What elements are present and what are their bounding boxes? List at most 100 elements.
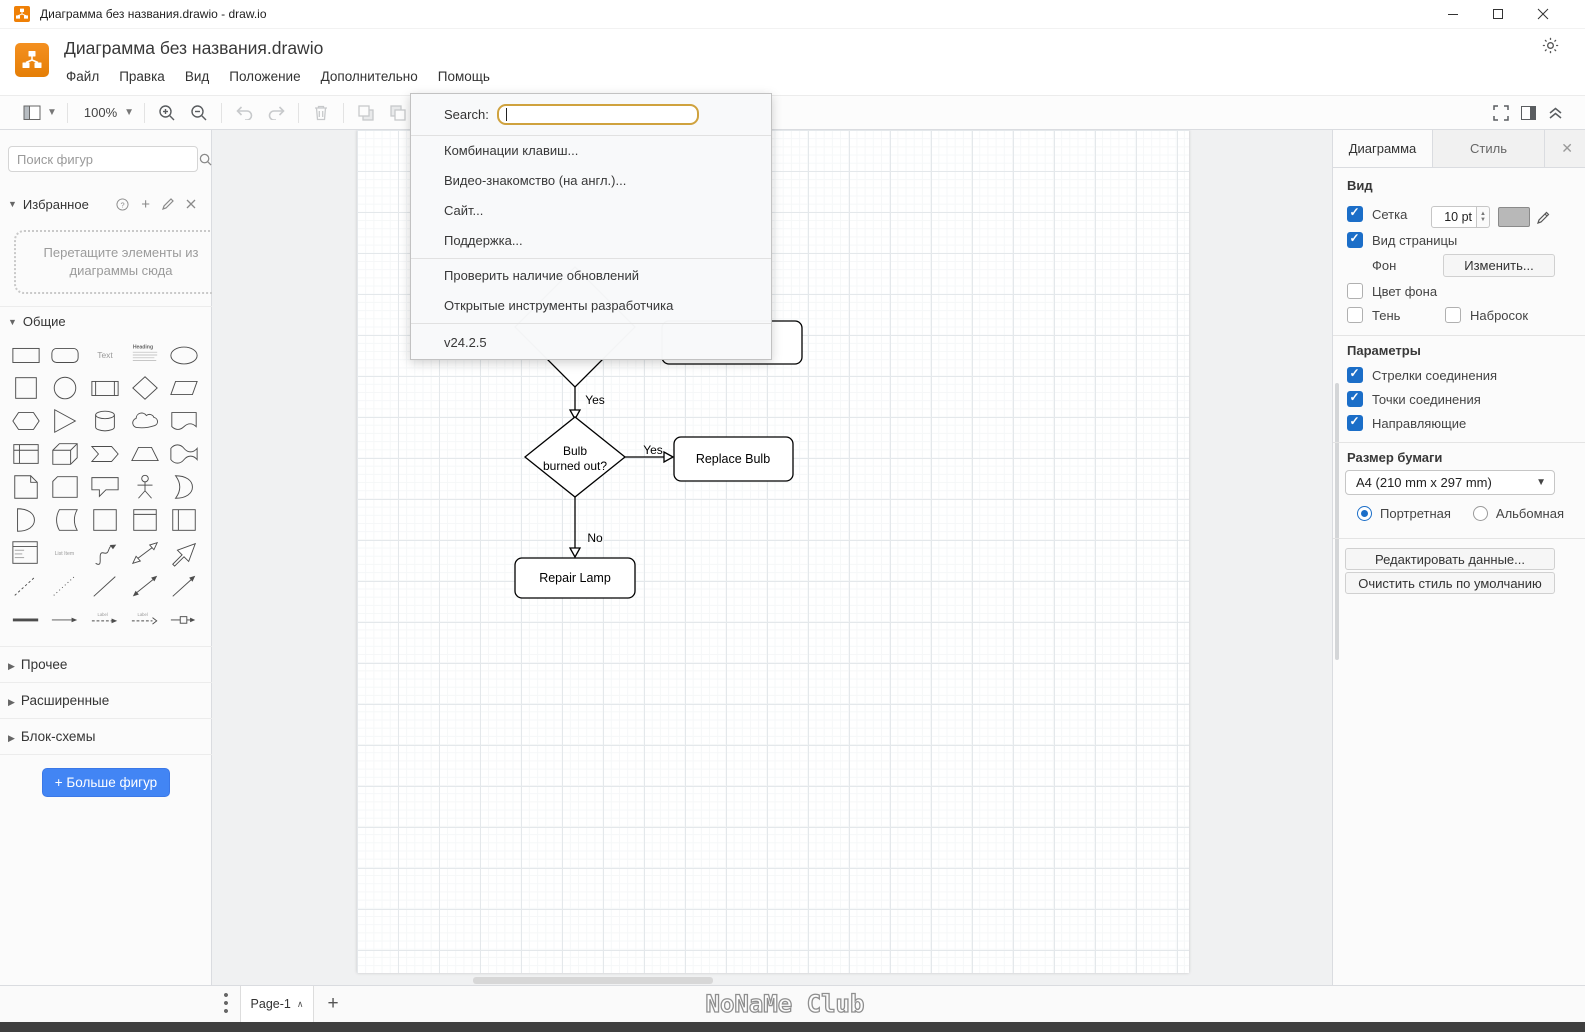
shape-internal-storage[interactable] [6, 437, 46, 470]
grid-checkbox[interactable] [1347, 205, 1363, 222]
shape-diamond[interactable] [125, 371, 165, 404]
sidebar-section-1[interactable]: ▶Расширенные [0, 682, 212, 718]
shape-vertical-container[interactable] [164, 503, 204, 536]
shape-tape[interactable] [164, 437, 204, 470]
shape-directional-link[interactable] [46, 602, 86, 635]
close-button[interactable] [1527, 0, 1559, 28]
theme-icon[interactable] [1542, 37, 1559, 54]
shape-note[interactable] [6, 470, 46, 503]
grid-color-swatch[interactable] [1498, 207, 1530, 227]
shadow-checkbox[interactable] [1347, 307, 1363, 323]
minimize-button[interactable] [1437, 0, 1469, 28]
menu-item[interactable]: Поддержка... [444, 233, 523, 248]
grid-size-stepper[interactable]: ▲▼ [1477, 206, 1490, 228]
maximize-button[interactable] [1482, 0, 1514, 28]
shape-dashed-line[interactable] [6, 569, 46, 602]
shape-trapezoid[interactable] [125, 437, 165, 470]
shape-container-title[interactable] [125, 503, 165, 536]
chevron-down-icon[interactable]: ▼ [47, 107, 57, 118]
shape-search-input[interactable] [9, 151, 199, 167]
fullscreen-icon[interactable] [1493, 104, 1509, 121]
format-panel-toggle-icon[interactable] [1521, 105, 1536, 120]
flowchart-node-repair-lamp[interactable] [514, 557, 636, 599]
delete-icon[interactable] [309, 100, 333, 126]
menu-item[interactable]: Проверить наличие обновлений [444, 268, 639, 283]
canvas[interactable]: Yes Bulb burned out? Yes Replace Bulb No… [212, 130, 1332, 985]
add-icon[interactable]: + [141, 195, 150, 213]
connection-arrows-checkbox[interactable] [1347, 366, 1363, 383]
more-shapes-button[interactable]: + Больше фигур [42, 768, 170, 797]
zoom-in-icon[interactable] [155, 100, 179, 126]
shape-parallelogram[interactable] [164, 371, 204, 404]
shape-directional-connector[interactable] [164, 569, 204, 602]
shape-bidirectional-arrow[interactable] [125, 536, 165, 569]
shape-container[interactable] [85, 503, 125, 536]
sketch-checkbox[interactable] [1445, 307, 1461, 323]
shape-label-arrow-dashed[interactable]: Label [125, 602, 165, 635]
shape-data-storage[interactable] [46, 503, 86, 536]
shape-curve[interactable] [85, 536, 125, 569]
add-page-button[interactable]: + [327, 993, 339, 1014]
favorites-dropzone[interactable]: Перетащите элементы из диаграммы сюда [14, 230, 228, 294]
horizontal-scrollbar[interactable] [473, 977, 713, 984]
menu-item[interactable]: Видео-знакомство (на англ.)... [444, 173, 627, 188]
shape-process[interactable] [85, 371, 125, 404]
shape-rectangle[interactable] [6, 338, 46, 371]
help-circle-icon[interactable]: ? [116, 197, 129, 211]
page-tab[interactable]: Page-1 ∧ [240, 986, 314, 1022]
shape-step[interactable] [85, 437, 125, 470]
shape-triangle[interactable] [46, 404, 86, 437]
pen-icon[interactable] [1537, 211, 1550, 224]
close-icon[interactable] [186, 199, 196, 209]
undo-icon[interactable] [232, 100, 256, 126]
favorites-section-header[interactable]: ▼ Избранное ? + [0, 192, 212, 216]
change-background-button[interactable]: Изменить... [1443, 254, 1555, 277]
zoom-out-icon[interactable] [187, 100, 211, 126]
chevron-down-icon[interactable]: ▼ [124, 107, 135, 118]
flowchart-node-replace-bulb[interactable] [673, 436, 794, 482]
shape-document[interactable] [164, 404, 204, 437]
edit-pencil-icon[interactable] [162, 198, 174, 210]
tab-diagram[interactable]: Диаграмма [1333, 130, 1433, 167]
grid-size-input[interactable]: 10 pt [1431, 206, 1477, 228]
shape-rounded-rectangle[interactable] [46, 338, 86, 371]
shape-callout[interactable] [85, 470, 125, 503]
general-section-header[interactable]: ▼ Общие [0, 306, 212, 336]
zoom-level[interactable]: 100% [83, 105, 118, 120]
help-search-input[interactable] [496, 104, 699, 125]
shape-cube[interactable] [46, 437, 86, 470]
edit-data-button[interactable]: Редактировать данные... [1345, 548, 1555, 570]
close-panel-icon[interactable]: ✕ [1561, 140, 1573, 156]
guides-checkbox[interactable] [1347, 414, 1363, 431]
search-icon[interactable] [199, 153, 212, 166]
pages-menu-icon[interactable]: ••• [223, 987, 229, 1020]
page-view-checkbox[interactable] [1347, 231, 1363, 248]
shape-and[interactable] [6, 503, 46, 536]
shape-bidirectional-connector[interactable] [125, 569, 165, 602]
shape-dotted-line[interactable] [46, 569, 86, 602]
shape-cylinder[interactable] [85, 404, 125, 437]
vertical-scrollbar[interactable] [1335, 383, 1339, 660]
shape-ellipse[interactable] [164, 338, 204, 371]
sidebar-section-0[interactable]: ▶Прочее [0, 646, 212, 682]
to-front-icon[interactable] [354, 100, 378, 126]
shape-arrow[interactable] [164, 536, 204, 569]
sidebar-section-2[interactable]: ▶Блок-схемы [0, 718, 212, 755]
shape-text[interactable]: Text [85, 338, 125, 371]
tab-style[interactable]: Стиль [1433, 130, 1545, 167]
menubar-item-0[interactable]: Файл [66, 69, 100, 84]
shape-heading[interactable]: Heading [125, 338, 165, 371]
collapse-toolbar-icon[interactable] [1548, 106, 1563, 120]
menu-item[interactable]: Комбинации клавиш... [444, 143, 579, 158]
shape-line[interactable] [85, 569, 125, 602]
to-back-icon[interactable] [386, 100, 410, 126]
menubar-item-5[interactable]: Помощь [437, 69, 490, 84]
shape-cloud[interactable] [125, 404, 165, 437]
menu-item[interactable]: Сайт... [444, 203, 484, 218]
menubar-item-4[interactable]: Дополнительно [320, 69, 418, 84]
paper-size-select[interactable]: A4 (210 mm x 297 mm) ▼ [1345, 470, 1555, 495]
shape-square[interactable] [6, 371, 46, 404]
menubar-item-2[interactable]: Вид [184, 69, 210, 84]
shape-label-arrow[interactable]: Label [85, 602, 125, 635]
shape-connector-box[interactable] [164, 602, 204, 635]
